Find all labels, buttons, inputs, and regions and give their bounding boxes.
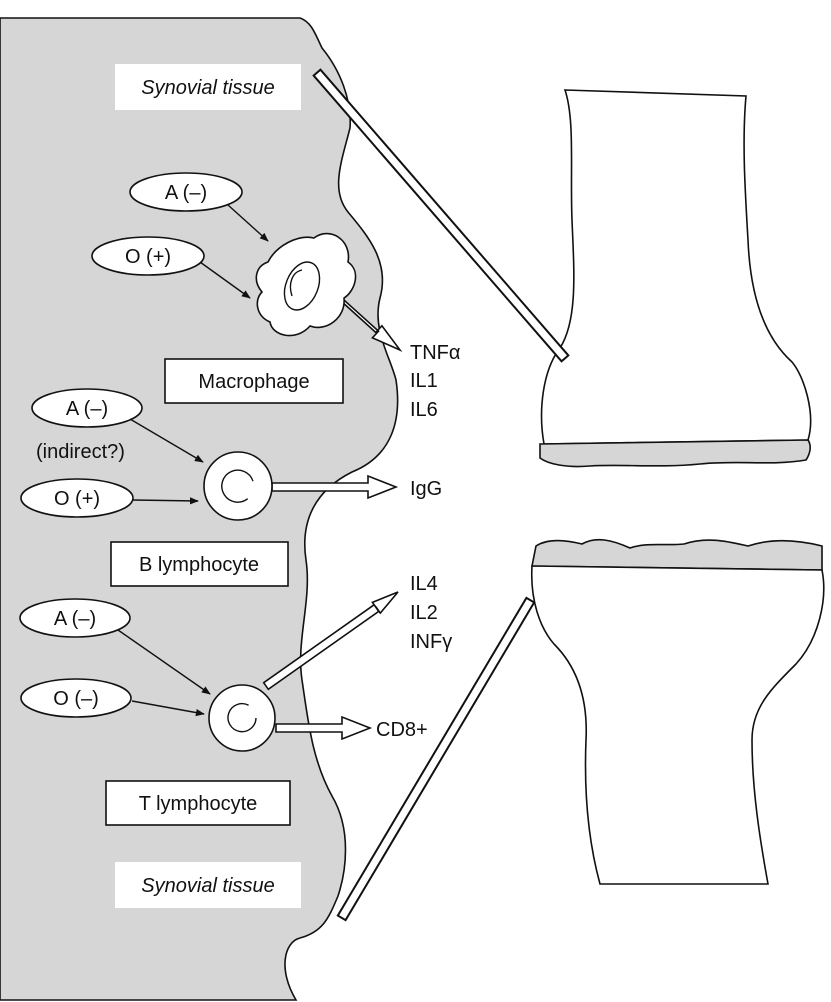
t-lymphocyte-nucleus	[227, 702, 257, 733]
b-cell-input-a-label: A (–)	[66, 398, 108, 420]
femur-bone	[540, 89, 812, 445]
b-lymphocyte-label-box	[110, 541, 289, 587]
macrophage-input-a-label: A (–)	[165, 182, 207, 204]
t-cell-output-infg: INFγ	[410, 631, 452, 653]
t-lymphocyte-cell	[208, 684, 276, 752]
t-cell-input-a-label: A (–)	[54, 608, 96, 630]
t-cell-output-cytokine-arrow-body	[262, 603, 380, 691]
joint-capsule-upper	[312, 68, 570, 363]
tibia-bone	[530, 565, 825, 885]
macrophage-input-a-arrow	[227, 204, 269, 242]
b-cell-indirect-note: (indirect?)	[36, 441, 125, 463]
macrophage-input-o-label: O (+)	[125, 246, 171, 268]
t-cell-input-o-label: O (–)	[53, 688, 99, 710]
b-cell-output-arrow	[271, 474, 399, 500]
synovial-tissue-label-box-top	[115, 64, 301, 110]
macrophage-label: Macrophage	[198, 371, 309, 393]
t-lymphocyte-label: T lymphocyte	[139, 793, 258, 815]
macrophage-output-il1: IL1	[410, 370, 438, 392]
t-cell-output-il4: IL4	[410, 573, 438, 595]
t-lymphocyte-label-box	[105, 780, 291, 826]
t-cell-input-o-ellipse	[20, 678, 132, 718]
macrophage-input-o-ellipse	[91, 236, 205, 276]
macrophage-inner-arc	[289, 269, 303, 297]
b-cell-input-o-label: O (+)	[54, 488, 100, 510]
t-cell-output-cd8-arrow	[275, 715, 373, 741]
b-cell-input-o-arrow	[132, 497, 199, 505]
t-cell-output-il2: IL2	[410, 602, 438, 624]
tibia-cartilage	[531, 538, 823, 571]
b-cell-input-o-ellipse	[20, 478, 134, 518]
macrophage-output-tnfa: TNFα	[410, 342, 460, 364]
macrophage-input-o-arrow	[199, 261, 251, 299]
synovial-tissue-label-bottom: Synovial tissue	[141, 875, 274, 897]
b-lymphocyte-label: B lymphocyte	[139, 554, 259, 576]
synovial-tissue-label-top: Synovial tissue	[141, 77, 274, 99]
femur-cartilage	[539, 439, 811, 468]
t-cell-output-cd8: CD8+	[376, 719, 428, 741]
b-lymphocyte-nucleus	[221, 469, 254, 503]
macrophage-output-il6: IL6	[410, 399, 438, 421]
macrophage-label-box	[164, 358, 344, 404]
b-cell-input-a-arrow	[129, 418, 204, 463]
macrophage-cell	[255, 232, 357, 337]
b-cell-input-a-ellipse	[31, 388, 143, 428]
b-lymphocyte-cell	[203, 451, 273, 521]
macrophage-nucleus	[283, 261, 321, 311]
b-cell-output-igg: IgG	[410, 478, 442, 500]
t-cell-input-o-arrow	[131, 700, 205, 717]
joint-capsule-lower	[336, 596, 536, 922]
synovial-tissue-label-box-bottom	[115, 862, 301, 908]
macrophage-input-a-ellipse	[129, 172, 243, 212]
t-cell-input-a-ellipse	[19, 598, 131, 638]
t-cell-input-a-arrow	[117, 629, 211, 695]
